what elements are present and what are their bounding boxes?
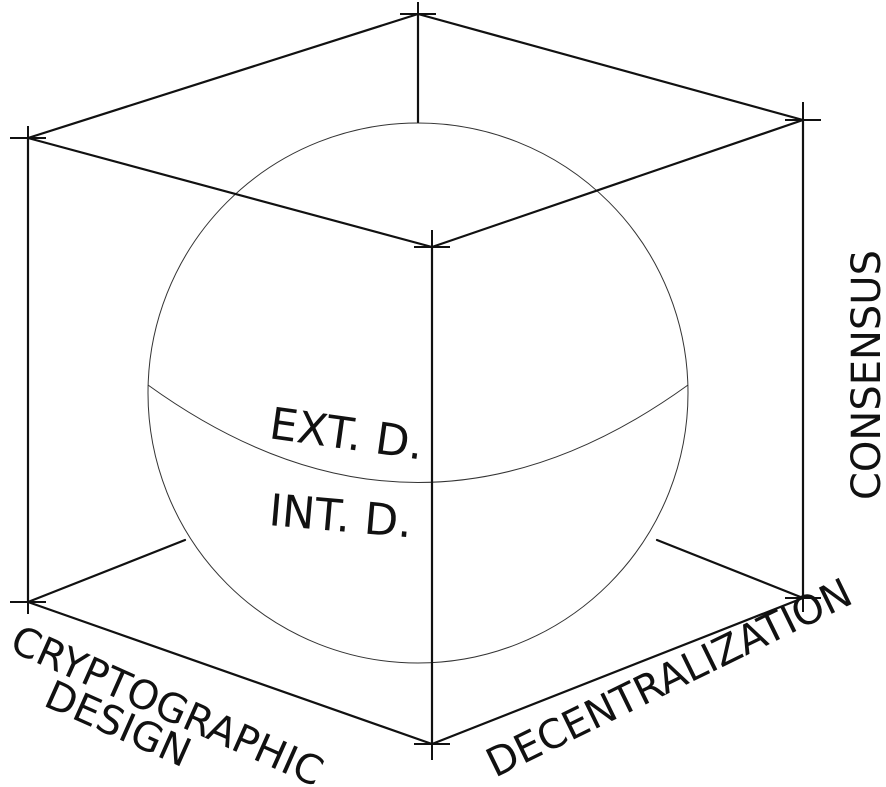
cube-edge-bottom-back-left (26, 538, 187, 604)
cube (26, 12, 805, 746)
cube-edge-bottom-right (430, 596, 805, 746)
sphere-equator-front (147, 384, 689, 483)
cube-edge-top-front-left (26, 136, 434, 249)
cube-edge-top-front-right (430, 118, 805, 249)
external-label: EXT. D. (266, 398, 426, 470)
cube-edge-top-left (26, 12, 420, 140)
cube-edge-top-back (416, 12, 805, 122)
cube-edge-bottom-back-right (655, 538, 805, 600)
decentralization-label: DECENTRALIZATION (479, 570, 859, 787)
corner-ticks (10, 2, 821, 760)
sphere (147, 122, 689, 664)
internal-label: INT. D. (267, 485, 414, 548)
cube-edge-bottom-left (26, 600, 434, 746)
sphere-outline (147, 122, 689, 664)
consensus-label: CONSENSUS (844, 250, 886, 500)
